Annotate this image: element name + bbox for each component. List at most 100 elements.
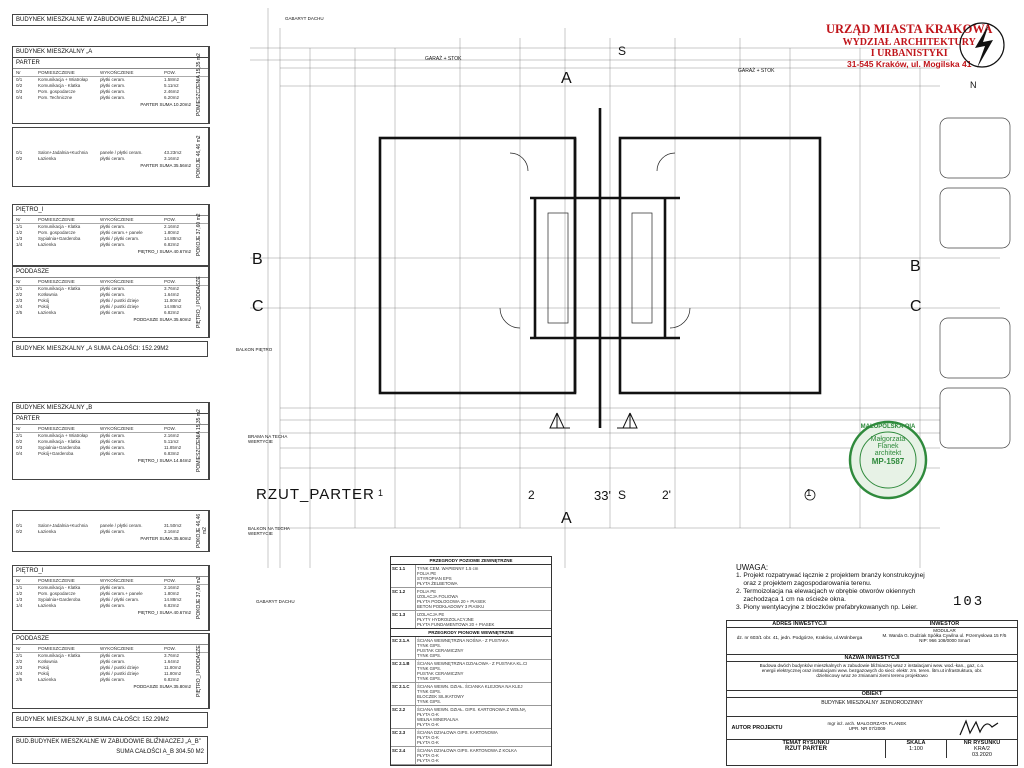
garage-label-top: GARAŻ + STOK [425, 56, 462, 62]
note-line: 1. Projekt rozpatrywać łącznie z projekt… [736, 572, 925, 579]
architect-stamp [848, 420, 928, 500]
stamp-text: MAŁOPOLSKA OIA Małgorzata Flanek archite… [860, 424, 916, 466]
notes-items: 1. Projekt rozpatrywać łącznie z projekt… [736, 572, 1006, 612]
brama-label-2: BALKON NA TECHA WIERTYCIE [248, 526, 290, 536]
schedule-a-living-sum: PARTER SUMA 35.56m2 [140, 163, 191, 168]
north-label: N [970, 80, 977, 90]
axis-bubbles [804, 489, 816, 501]
note-line: oraz z projektem zagospodarowania terenu… [736, 580, 872, 587]
section-markers [549, 412, 638, 429]
doors-windows [499, 152, 691, 329]
schedule-a-parter-side: POMIESZCZENIA 15,35 m2 [196, 47, 209, 123]
note-line: 3. Piony wentylacyjne z bloczków prefabr… [736, 604, 918, 611]
schedule-b-total: BUDYNEK MIESZKALNY „B SUMA CAŁOŚCI: 152.… [12, 712, 208, 728]
brama-label-1: BRAMA NA TECHA WIERTYCIE [248, 434, 288, 444]
schedule-a-pietro-side: POKOJE 37,60 m2 [196, 205, 209, 265]
schedule-a-parter-label: PARTER [13, 58, 209, 69]
schedule-a-title: BUDYNEK MIESZKALNY „A [13, 47, 209, 58]
notes: UWAGA: 1. Projekt rozpatrywać łącznie z … [736, 564, 1006, 612]
page-number: 103 [953, 594, 985, 610]
garage-label-right: GARAŻ + STOK [738, 68, 775, 74]
schedule-a-pietro-label: PIĘTRO_I [13, 205, 209, 216]
schedule-a-total: BUDYNEK MIESZKALNY „A SUMA CAŁOŚCI: 152.… [12, 341, 208, 357]
section-label-b-left: B [252, 251, 263, 268]
section-label-c-right: C [910, 298, 922, 315]
north-arrow-icon [959, 22, 1005, 68]
main-title: BUDYNEK MIESZKALNE W ZABUDOWIE BLIŹNIACZ… [12, 14, 208, 26]
section-label-b-right: B [910, 258, 921, 275]
section-label-s-bottom: S [618, 488, 627, 502]
section-label-a-top: A [561, 70, 572, 87]
balkon-label: BALKON PIĘTRO [236, 347, 273, 352]
schedule-b-title: BUDYNEK MIESZKALNY „B [13, 403, 209, 414]
schedule-a-poddasze-label: PODDASZE [13, 267, 209, 278]
office-header: URZĄD MIASTA KRAKOWA WYDZIAŁ ARCHITEKTUR… [826, 22, 993, 69]
schedule-a-pietro-sum: PIĘTRO_I SUMA 40.67m2 [137, 249, 191, 254]
plan-view-title: RZUT_PARTER [256, 486, 375, 503]
grid-lines [250, 8, 1000, 568]
signature-mark [947, 717, 1017, 739]
schedule-a-poddasze-sum: PODDASZE SUMA 35.60m2 [133, 317, 191, 322]
schedule-a-living-side: POKOJE 46,46 m2 [196, 128, 209, 186]
note-line: 2. Termoizolacja na elewacjach w obrębie… [736, 588, 916, 595]
floor-plan [250, 8, 1011, 568]
parking-spaces [939, 117, 1011, 449]
